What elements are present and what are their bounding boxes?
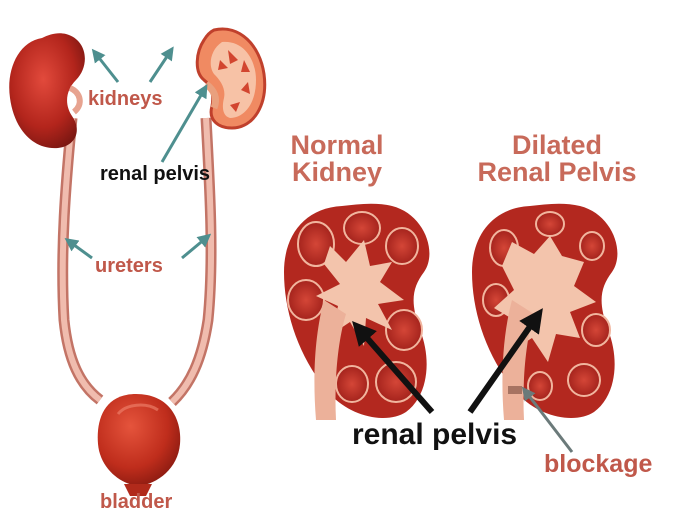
bladder	[98, 394, 180, 496]
blockage-label: blockage	[544, 450, 652, 479]
dilated-renal-pelvis-heading: Dilated Renal Pelvis	[462, 132, 652, 186]
renal-pelvis-label: renal pelvis	[100, 163, 210, 186]
normal-heading-line2: Kidney	[272, 159, 402, 186]
dilated-kidney	[472, 204, 617, 420]
ureters-label: ureters	[95, 255, 163, 278]
bladder-label: bladder	[100, 491, 172, 514]
kidneys-label: kidneys	[88, 88, 162, 111]
dilated-heading-line2: Renal Pelvis	[462, 159, 652, 186]
renal-pelvis-arrow	[162, 90, 204, 162]
kidneys-arrows	[96, 52, 170, 82]
ureter-right	[172, 118, 211, 402]
renal-pelvis-bottom-label: renal pelvis	[352, 418, 517, 452]
right-kidney-cross-section	[197, 29, 264, 128]
left-kidney	[9, 33, 85, 148]
normal-kidney-heading: Normal Kidney	[272, 132, 402, 186]
dilated-heading-line1: Dilated	[462, 132, 652, 159]
normal-heading-line1: Normal	[272, 132, 402, 159]
